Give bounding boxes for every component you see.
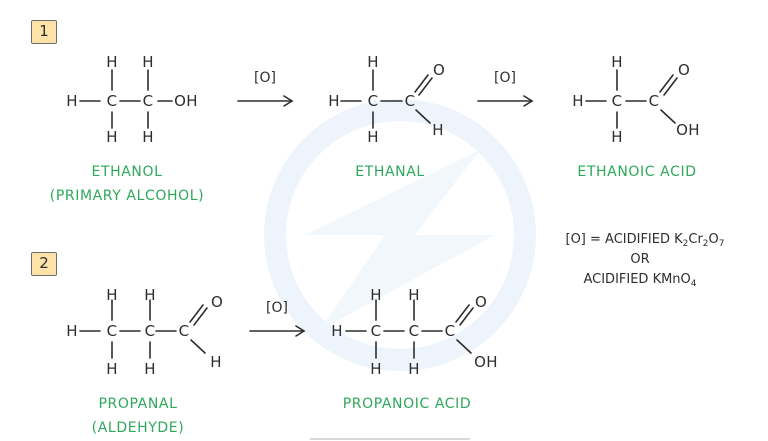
arrow-3 bbox=[249, 325, 306, 337]
atom-c: C bbox=[106, 322, 118, 340]
note-prefix: ACIDIFIED bbox=[583, 272, 653, 287]
ethanol-subtitle: (PRIMARY ALCOHOL) bbox=[49, 188, 205, 204]
atom-h: H bbox=[408, 360, 420, 378]
atom-h: H bbox=[331, 322, 343, 340]
formula-k: K bbox=[674, 232, 683, 247]
formula-o: O bbox=[708, 232, 719, 247]
atom-h: H bbox=[144, 360, 156, 378]
atom-h: H bbox=[408, 286, 420, 304]
arrow-3-label: [O] bbox=[266, 300, 288, 316]
propanoic-acid-bonds bbox=[345, 299, 474, 359]
atom-h: H bbox=[144, 286, 156, 304]
atom-h: H bbox=[370, 360, 382, 378]
ethanoic-acid-bonds bbox=[585, 69, 678, 129]
note-line-2: OR bbox=[630, 252, 650, 267]
arrow-2 bbox=[477, 95, 534, 107]
propanoic-acid-label: PROPANOIC ACID bbox=[342, 396, 472, 412]
atom-h: H bbox=[106, 286, 118, 304]
reaction-1-number-badge: 1 bbox=[31, 20, 57, 44]
atom-h: H bbox=[611, 53, 623, 71]
atom-o: O bbox=[677, 61, 691, 79]
ethanal-label: ETHANAL bbox=[355, 164, 425, 180]
atom-c: C bbox=[178, 322, 190, 340]
atom-h: H bbox=[611, 128, 623, 146]
atom-c: C bbox=[367, 92, 379, 110]
atom-c: C bbox=[408, 322, 420, 340]
ethanoic-acid-label: ETHANOIC ACID bbox=[577, 164, 697, 180]
atom-h: H bbox=[572, 92, 584, 110]
atom-h: H bbox=[370, 286, 382, 304]
atom-o: O bbox=[474, 293, 488, 311]
formula-sub: 4 bbox=[690, 279, 697, 289]
atom-c: C bbox=[142, 92, 154, 110]
atom-h: H bbox=[106, 53, 118, 71]
atom-h: H bbox=[142, 53, 154, 71]
propanal-label: PROPANAL bbox=[98, 396, 178, 412]
atom-h: H bbox=[106, 360, 118, 378]
atom-c: C bbox=[404, 92, 416, 110]
arrow-1-label: [O] bbox=[254, 70, 276, 86]
formula-sub: 2 bbox=[702, 239, 709, 249]
ethanol-bonds bbox=[79, 69, 173, 129]
atom-c: C bbox=[144, 322, 156, 340]
atom-oh: OH bbox=[676, 121, 700, 139]
atom-c: C bbox=[648, 92, 660, 110]
atom-h: H bbox=[66, 322, 78, 340]
atom-oh: OH bbox=[174, 92, 198, 110]
note-prefix: [O] = ACIDIFIED bbox=[565, 232, 675, 247]
faint-footer-line bbox=[310, 438, 470, 440]
atom-h: H bbox=[210, 353, 222, 371]
reaction-2-number-badge: 2 bbox=[31, 252, 57, 276]
atom-c: C bbox=[444, 322, 456, 340]
atom-h: H bbox=[432, 121, 444, 139]
atom-h: H bbox=[142, 128, 154, 146]
atom-h: H bbox=[367, 53, 379, 71]
atom-h: H bbox=[328, 92, 340, 110]
atom-h: H bbox=[367, 128, 379, 146]
atom-h: H bbox=[66, 92, 78, 110]
ethanal-bonds bbox=[340, 69, 433, 129]
note-line-1: [O] = ACIDIFIED K2Cr2O7 bbox=[565, 232, 724, 252]
atom-o: O bbox=[432, 61, 446, 79]
formula-cr: Cr bbox=[688, 232, 703, 247]
arrow-1 bbox=[237, 95, 294, 107]
propanal-bonds bbox=[79, 299, 208, 359]
atom-c: C bbox=[370, 322, 382, 340]
atom-c: C bbox=[106, 92, 118, 110]
formula-kmno: KMnO bbox=[652, 272, 691, 287]
arrow-2-label: [O] bbox=[494, 70, 516, 86]
atom-h: H bbox=[106, 128, 118, 146]
atom-c: C bbox=[611, 92, 623, 110]
ethanol-label: ETHANOL bbox=[91, 164, 163, 180]
atom-oh: OH bbox=[474, 353, 498, 371]
formula-sub: 2 bbox=[682, 239, 689, 249]
note-line-3: ACIDIFIED KMnO4 bbox=[583, 272, 696, 292]
atom-o: O bbox=[210, 293, 224, 311]
propanal-subtitle: (ALDEHYDE) bbox=[91, 420, 185, 436]
formula-sub: 7 bbox=[718, 239, 725, 249]
